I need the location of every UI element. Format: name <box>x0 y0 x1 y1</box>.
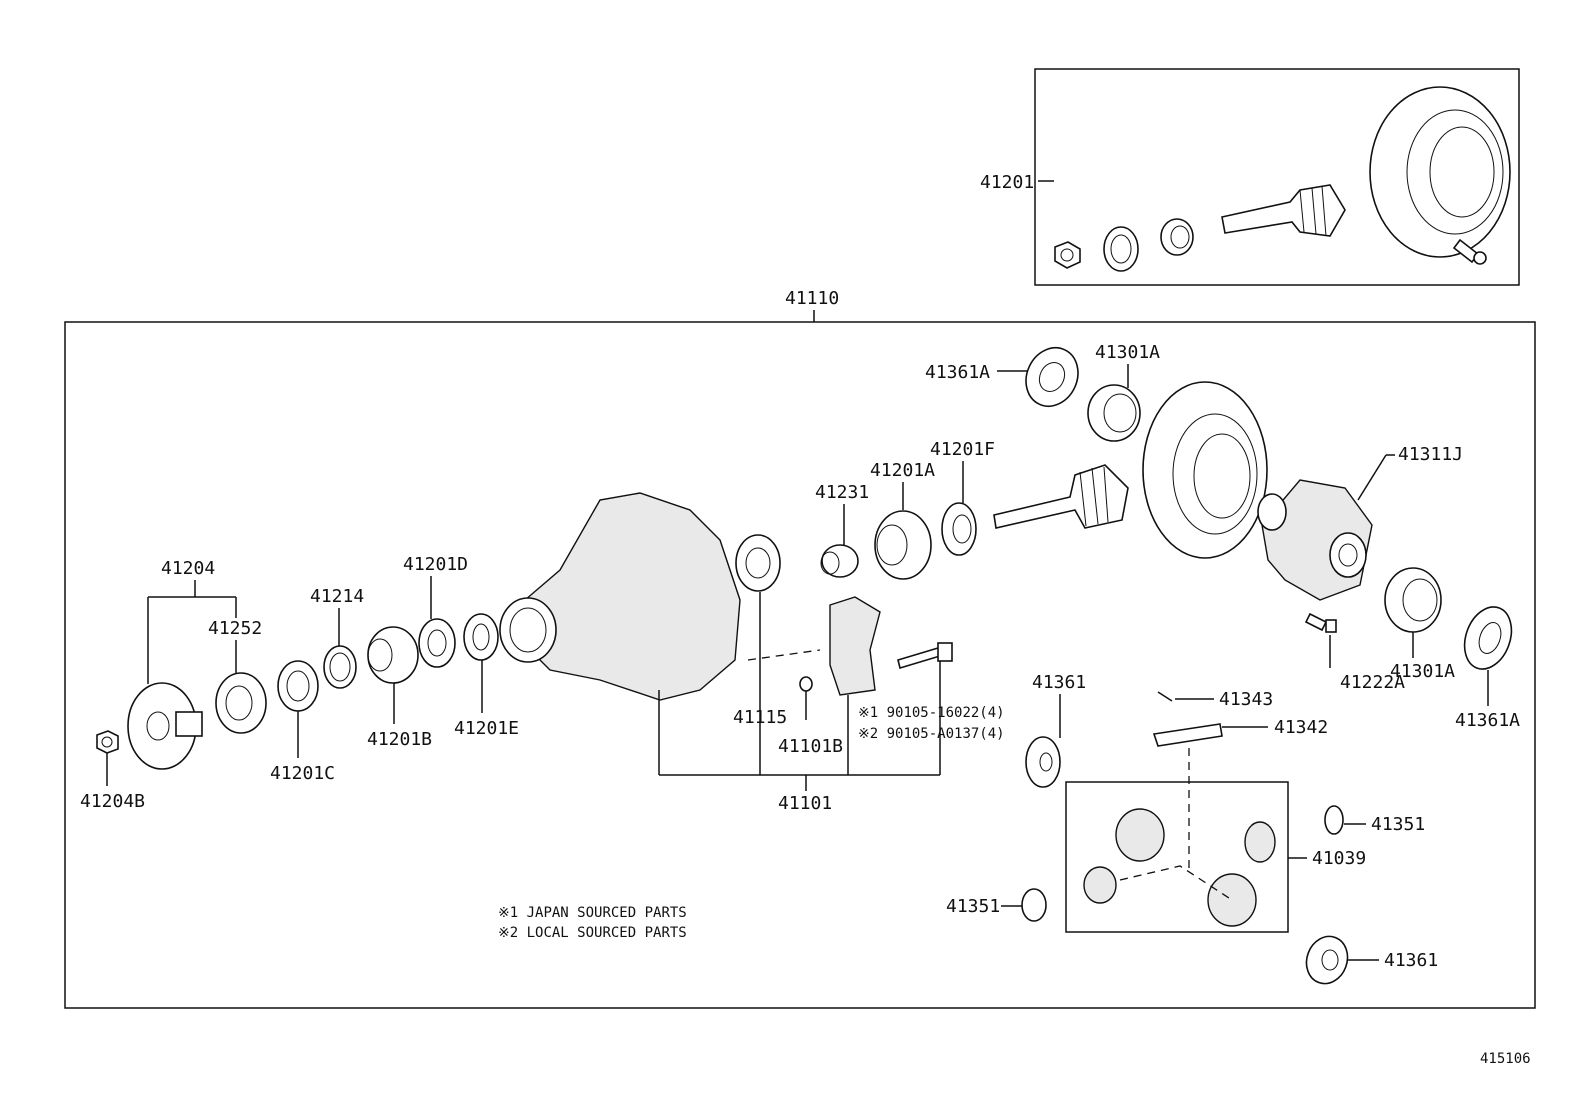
label-41201f: 41201F <box>930 439 995 460</box>
pinion-stack-illustration <box>820 347 1268 580</box>
ring-pinion-set-box <box>1034 68 1520 286</box>
label-41361a-bottom: 41361A <box>1455 710 1520 731</box>
label-41201b: 41201B <box>367 729 432 750</box>
label-41351-right: 41351 <box>1371 814 1425 835</box>
label-41231: 41231 <box>815 482 869 503</box>
label-41101: 41101 <box>778 793 832 814</box>
label-41343: 41343 <box>1219 689 1273 710</box>
flange-side-illustration <box>96 613 499 770</box>
label-41204: 41204 <box>161 558 215 579</box>
label-41115: 41115 <box>733 707 787 728</box>
label-41351-left: 41351 <box>946 896 1000 917</box>
label-41214: 41214 <box>310 586 364 607</box>
label-41201c: 41201C <box>270 763 335 784</box>
label-41361-mid: 41361 <box>1032 672 1086 693</box>
label-41201: 41201 <box>980 172 1034 193</box>
label-41222a: 41222A <box>1340 672 1405 693</box>
label-41342: 41342 <box>1274 717 1328 738</box>
carrier-housing-illustration <box>499 492 953 701</box>
differential-internals-illustration <box>1021 691 1349 985</box>
label-41101b: 41101B <box>778 736 843 757</box>
bolt-note-local: ※2 90105-A0137(4) <box>858 726 1005 742</box>
differential-case-illustration <box>1257 479 1513 670</box>
label-41039: 41039 <box>1312 848 1366 869</box>
label-41361a-top: 41361A <box>925 362 990 383</box>
label-41361-bottom: 41361 <box>1384 950 1438 971</box>
label-41201d: 41201D <box>403 554 468 575</box>
label-41201a: 41201A <box>870 460 935 481</box>
label-41301a-top: 41301A <box>1095 342 1160 363</box>
label-41311j: 41311J <box>1398 444 1463 465</box>
diagram-id: 415106 <box>1480 1051 1531 1067</box>
label-41201e: 41201E <box>454 718 519 739</box>
label-41252: 41252 <box>208 618 262 639</box>
legend-local-sourced: ※2 LOCAL SOURCED PARTS <box>498 925 687 941</box>
label-41110: 41110 <box>785 288 839 309</box>
label-41204b: 41204B <box>80 791 145 812</box>
label-41301a-bottom: 41301A <box>1390 661 1455 682</box>
legend-japan-sourced: ※1 JAPAN SOURCED PARTS <box>498 905 687 921</box>
ring-pinion-set-illustration <box>1054 86 1511 272</box>
differential-gear-kit-box <box>1065 781 1289 933</box>
bolt-note-japan: ※1 90105-16022(4) <box>858 705 1005 721</box>
carrier-assembly-box <box>64 321 1536 1009</box>
